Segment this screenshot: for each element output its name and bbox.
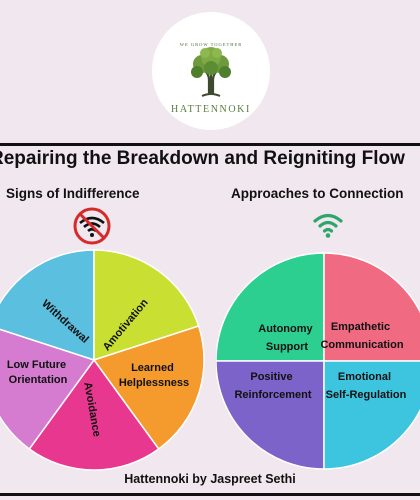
quadrant-autonomy-support [216, 252, 325, 362]
quadrant-emotional-self-regulation [323, 360, 420, 470]
label-positive-line2: Reinforcement [234, 389, 311, 401]
segment-avoidance [28, 358, 160, 471]
wifi-icon [313, 213, 343, 238]
label-low-future: Low Future Orientation [7, 359, 69, 386]
segment-withdrawal [0, 249, 95, 362]
banner-title: Repairing the Breakdown and Reigniting F… [0, 148, 405, 169]
label-positive: Positive Reinforcement [234, 371, 311, 401]
label-autonomy: Autonomy Support [258, 323, 315, 353]
segment-low-future-orientation [0, 328, 96, 451]
label-empathetic-line1: Empathetic [331, 321, 390, 333]
label-learned: Learned Helplessness [119, 362, 189, 389]
label-positive-line1: Positive [250, 371, 292, 383]
segment-learned-helplessness [92, 325, 205, 451]
right-section-title: Approaches to Connection [231, 186, 404, 201]
label-autonomy-line2: Support [266, 341, 308, 353]
label-learned-line2: Helplessness [119, 377, 189, 389]
label-empathetic: Empathetic Communication [320, 321, 403, 351]
left-section-title: Signs of Indifference [6, 186, 140, 201]
segment-amotivation [93, 249, 200, 362]
label-emotional-line1: Emotional [338, 371, 391, 383]
top-divider [0, 143, 420, 146]
label-autonomy-line1: Autonomy [258, 323, 313, 335]
label-low-future-line1: Low Future [7, 359, 66, 371]
connection-wheel: Autonomy Support Empathetic Communicatio… [216, 252, 420, 470]
credit: Hattennoki by Jaspreet Sethi [124, 472, 296, 486]
logo-tagline: WE GROW TOGETHER [179, 42, 243, 47]
indifference-wheel: Withdrawal Amotivation Learned Helplessn… [0, 249, 205, 471]
label-emotional-line2: Self-Regulation [326, 389, 407, 401]
tree-icon [191, 47, 231, 97]
label-learned-line1: Learned [131, 362, 174, 374]
quadrant-positive-reinforcement [216, 360, 325, 470]
label-empathetic-line2: Communication [320, 339, 403, 351]
logo: WE GROW TOGETHER HATTENNOKI [152, 12, 270, 130]
no-wifi-icon [73, 207, 111, 245]
bottom-divider [0, 493, 420, 496]
quadrant-empathetic-communication [323, 252, 420, 362]
label-emotional: Emotional Self-Regulation [326, 371, 407, 401]
label-low-future-line2: Orientation [9, 374, 68, 386]
logo-name: HATTENNOKI [171, 104, 251, 115]
